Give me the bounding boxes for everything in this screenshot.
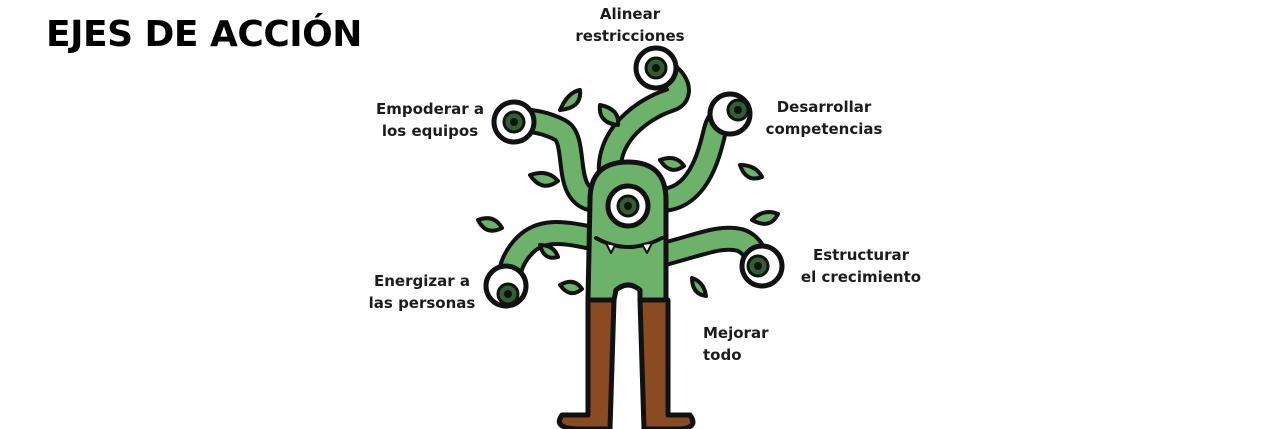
axis-label-empoderar-equipos: Empoderar a los equipos: [360, 98, 500, 142]
eye-top-left: [491, 99, 537, 145]
axis-label-line: Empoderar a: [375, 100, 485, 118]
eye-bottom-left: [483, 263, 529, 309]
axis-label-line: Estructurar: [812, 246, 910, 264]
axis-label-line: Energizar a: [374, 272, 470, 290]
page-title: EJES DE ACCIÓN: [46, 14, 362, 55]
axis-label-line: Alinear: [599, 5, 661, 23]
axis-label-line: competencias: [765, 120, 883, 138]
axis-label-mejorar-todo: Mejorar todo: [703, 322, 783, 366]
eyes: [483, 45, 785, 309]
eye-top-right: [707, 91, 753, 137]
eye-center: [605, 183, 651, 229]
trunk-legs: [556, 297, 696, 429]
axis-label-line: Desarrollar: [776, 98, 872, 116]
monster-body: [585, 159, 669, 303]
axis-label-line: el crecimiento: [800, 268, 922, 286]
axis-label-line: restricciones: [575, 27, 685, 45]
axis-label-desarrollar-competencias: Desarrollar competencias: [764, 96, 884, 140]
axis-label-estructurar-crecimiento: Estructurar el crecimiento: [796, 244, 926, 288]
axis-label-line: los equipos: [381, 122, 479, 140]
leaves: [476, 88, 780, 298]
eye-bottom-right: [739, 243, 785, 289]
axis-label-line: todo: [703, 346, 742, 364]
axis-label-line: las personas: [368, 294, 476, 312]
axis-label-alinear-restricciones: Alinear restricciones: [555, 3, 705, 47]
eye-top: [633, 45, 679, 91]
axis-label-energizar-personas: Energizar a las personas: [352, 270, 492, 314]
axis-label-line: Mejorar: [703, 324, 769, 342]
